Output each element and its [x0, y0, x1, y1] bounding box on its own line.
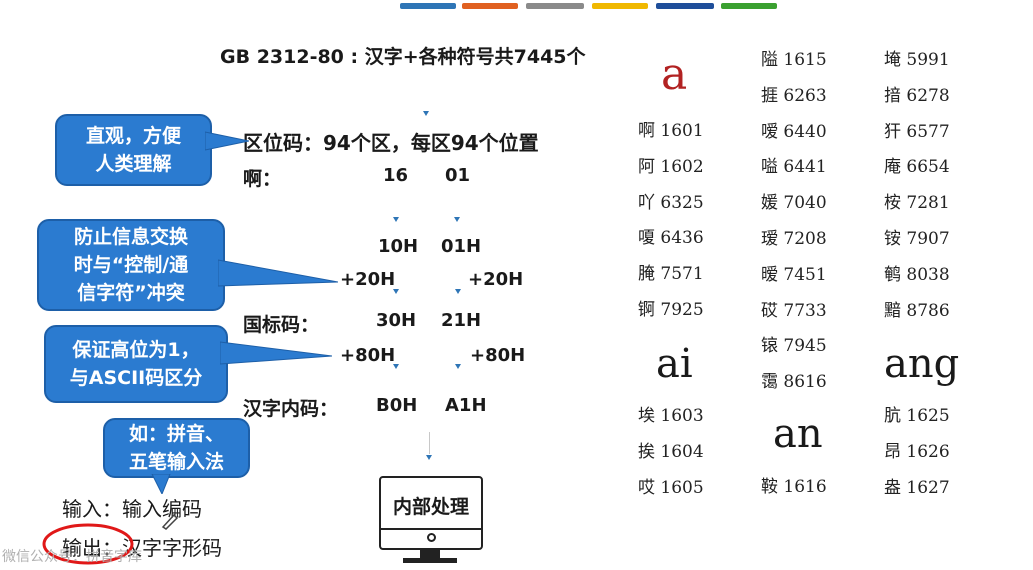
- red-circle-annotation: [42, 523, 134, 565]
- input-label: 输入：输入编码: [62, 497, 202, 521]
- arrow-marker: [393, 289, 399, 294]
- pinyin-heading-ai: ai: [656, 341, 693, 387]
- pinyin-entry: 媛 7040: [761, 193, 827, 214]
- pinyin-entry: 砹 7733: [761, 300, 827, 321]
- pinyin-entry: 鹌 8038: [884, 264, 950, 285]
- example-char: 啊：: [243, 168, 282, 190]
- callout-input-method: 如：拼音、 五笔输入法: [103, 418, 250, 478]
- pinyin-entry: 肮 1625: [884, 406, 950, 426]
- pinyin-heading-a: a: [661, 49, 688, 100]
- arrow-marker: [393, 217, 399, 222]
- pinyin-entry: 暧 7451: [761, 264, 827, 285]
- process-arrow-line: [429, 432, 430, 454]
- pinyin-entry: 嗌 6441: [761, 157, 827, 178]
- callout-text: 与ASCII码区分: [69, 367, 203, 389]
- pinyin-entry: 锿 7945: [761, 336, 827, 357]
- pinyin-entry: 瑷 7208: [761, 229, 827, 249]
- pinyin-entry: 捱 6263: [761, 85, 827, 106]
- callout-text: 信字符”冲突: [77, 282, 185, 304]
- callout-intuitive: 直观，方便 人类理解: [55, 114, 212, 186]
- callout-text: 五笔输入法: [128, 451, 224, 473]
- monitor-base: [403, 558, 457, 563]
- top-bar-2: [462, 3, 518, 9]
- monitor-power-dot: [427, 533, 436, 542]
- monitor-stand: [420, 550, 440, 560]
- pinyin-entry: 阿 1602: [638, 156, 704, 177]
- hex-qu: 10H: [378, 236, 419, 257]
- arrow-marker: [426, 455, 432, 460]
- pinyin-entry: 锕 7925: [638, 300, 704, 320]
- arrow-marker: [455, 364, 461, 369]
- pinyin-entry: 桉 7281: [884, 193, 950, 214]
- callout-pointer: [220, 341, 332, 365]
- pinyin-entry: 犴 6577: [884, 121, 950, 142]
- hex-wei: 01H: [441, 236, 482, 257]
- top-bar-4: [592, 3, 648, 9]
- callout-text: 如：拼音、: [128, 423, 224, 445]
- pinyin-entry: 揞 6278: [884, 85, 950, 106]
- callout-high-bit: 保证高位为1， 与ASCII码区分: [44, 325, 228, 403]
- neima-wei: A1H: [445, 395, 487, 416]
- pinyin-entry: 霭 8616: [761, 372, 827, 393]
- arrow-marker: [423, 111, 429, 116]
- pinyin-entry: 腌 7571: [638, 264, 704, 285]
- add80-qu: +80H: [340, 345, 396, 366]
- callout-pointer: [205, 131, 249, 151]
- callout-text: 保证高位为1，: [72, 339, 200, 361]
- pinyin-entry: 吖 6325: [638, 192, 704, 213]
- arrow-marker: [454, 217, 460, 222]
- arrow-marker: [393, 364, 399, 369]
- pinyin-entry: 盎 1627: [884, 477, 950, 498]
- pinyin-heading-ang: ang: [884, 341, 960, 387]
- wei-value: 01: [445, 165, 471, 186]
- pinyin-entry: 哎 1605: [638, 477, 704, 498]
- pinyin-entry: 嗄 6436: [638, 228, 704, 249]
- pinyin-entry: 铵 7907: [884, 229, 950, 249]
- callout-text: 直观，方便: [85, 125, 181, 147]
- callout-conflict: 防止信息交换 时与“控制/通 信字符”冲突: [37, 219, 225, 311]
- quweima-label: 区位码：94个区，每区94个位置: [243, 131, 539, 155]
- pinyin-entry: 啊 1601: [638, 121, 704, 141]
- pinyin-entry: 黯 8786: [884, 300, 950, 321]
- callout-pointer: [151, 474, 171, 494]
- pinyin-entry: 鞍 1616: [761, 477, 827, 497]
- top-bar-6: [721, 3, 777, 9]
- qu-value: 16: [383, 165, 409, 186]
- monitor-screen-edge: [381, 528, 481, 530]
- pinyin-entry: 庵 6654: [884, 157, 950, 178]
- pinyin-entry: 嗳 6440: [761, 121, 827, 142]
- add20-wei: +20H: [468, 269, 524, 290]
- process-box: 内部处理: [379, 476, 483, 550]
- add20-qu: +20H: [340, 269, 396, 290]
- process-label: 内部处理: [392, 496, 469, 518]
- pinyin-entry: 昂 1626: [884, 441, 950, 462]
- neima-label: 汉字内码：: [243, 398, 339, 420]
- callout-text: 人类理解: [95, 153, 172, 175]
- pinyin-heading-an: an: [773, 411, 823, 457]
- pinyin-entry: 埃 1603: [638, 406, 704, 426]
- watermark: 微信公众号：拼音字库: [2, 549, 142, 565]
- callout-text: 时与“控制/通: [73, 254, 189, 276]
- pinyin-entry: 隘 1615: [761, 50, 827, 70]
- add80-wei: +80H: [470, 345, 526, 366]
- pen-cursor-icon: [161, 513, 179, 530]
- callout-pointer: [218, 259, 338, 287]
- guobiao-wei: 21H: [441, 310, 482, 331]
- top-bar-3: [526, 3, 584, 9]
- arrow-marker: [455, 289, 461, 294]
- callout-text: 防止信息交换: [73, 226, 188, 248]
- output-label: 输出：汉字字形码: [62, 536, 222, 560]
- guobiao-qu: 30H: [376, 310, 417, 331]
- page-title: GB 2312-80 : 汉字+各种符号共7445个: [220, 46, 586, 68]
- guobiao-label: 国标码：: [243, 314, 320, 336]
- pinyin-entry: 挨 1604: [638, 441, 704, 462]
- top-bar-1: [400, 3, 456, 9]
- pinyin-entry: 埯 5991: [884, 50, 950, 70]
- top-bar-5: [656, 3, 714, 9]
- neima-qu: B0H: [376, 395, 418, 416]
